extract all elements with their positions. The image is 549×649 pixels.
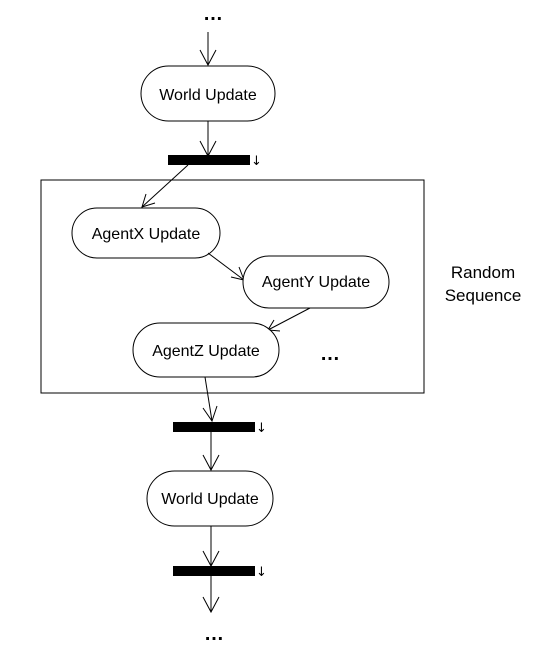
- sync-bar-3-marker: ↓: [256, 565, 267, 580]
- random-sequence-label-line-1: Random: [451, 263, 515, 282]
- edge-sync-bar-1-to-agent-x: [141, 164, 189, 208]
- top-ellipsis: …: [203, 3, 223, 25]
- agent-y-node-shape: [242, 255, 390, 309]
- edge-sync-bar-3-to-bottom: [202, 576, 220, 614]
- edge-agent-y-to-agent-z: [267, 307, 311, 332]
- world-update-node-2: World Update: [146, 470, 274, 527]
- bottom-ellipsis: …: [204, 623, 224, 645]
- edge-agent-z-to-sync-bar-2: [202, 376, 218, 423]
- sync-bar-3-shape: [173, 566, 255, 576]
- random-sequence-group: [40, 179, 425, 394]
- sync-bar-1-marker: ↓: [251, 154, 262, 169]
- edge-world-update-1-to-sync-bar-1: [199, 121, 217, 158]
- sync-bar-2: ↓: [173, 421, 267, 436]
- world-update-node-1-label: World Update: [159, 87, 257, 104]
- agent-z-node-shape: [132, 322, 280, 378]
- agent-x-node: AgentX Update: [71, 207, 221, 259]
- inner-ellipsis: …: [320, 343, 340, 365]
- world-update-node-1: World Update: [140, 65, 276, 122]
- sync-bar-2-marker: ↓: [256, 421, 267, 436]
- world-update-node-2-shape: [146, 470, 274, 527]
- sync-bar-2-shape: [173, 422, 255, 432]
- agent-z-node-label: AgentZ Update: [152, 343, 260, 360]
- world-update-node-2-label: World Update: [161, 491, 259, 508]
- sync-bar-1: ↓: [168, 154, 262, 169]
- edge-sync-bar-2-to-world-update-2: [202, 432, 220, 472]
- agent-x-node-shape: [71, 207, 221, 259]
- edge-agent-x-to-agent-y: [207, 252, 245, 281]
- random-sequence-label-line-2: Sequence: [445, 286, 522, 305]
- agent-y-node: AgentY Update: [242, 255, 390, 309]
- sync-bar-1-shape: [168, 155, 250, 165]
- edge-top-to-world-update-1: [199, 32, 217, 67]
- agent-z-node: AgentZ Update: [132, 322, 280, 378]
- agent-y-node-label: AgentY Update: [262, 274, 370, 291]
- sync-bar-3: ↓: [173, 565, 267, 580]
- edge-world-update-2-to-sync-bar-3: [202, 526, 220, 568]
- agent-x-node-label: AgentX Update: [92, 226, 201, 243]
